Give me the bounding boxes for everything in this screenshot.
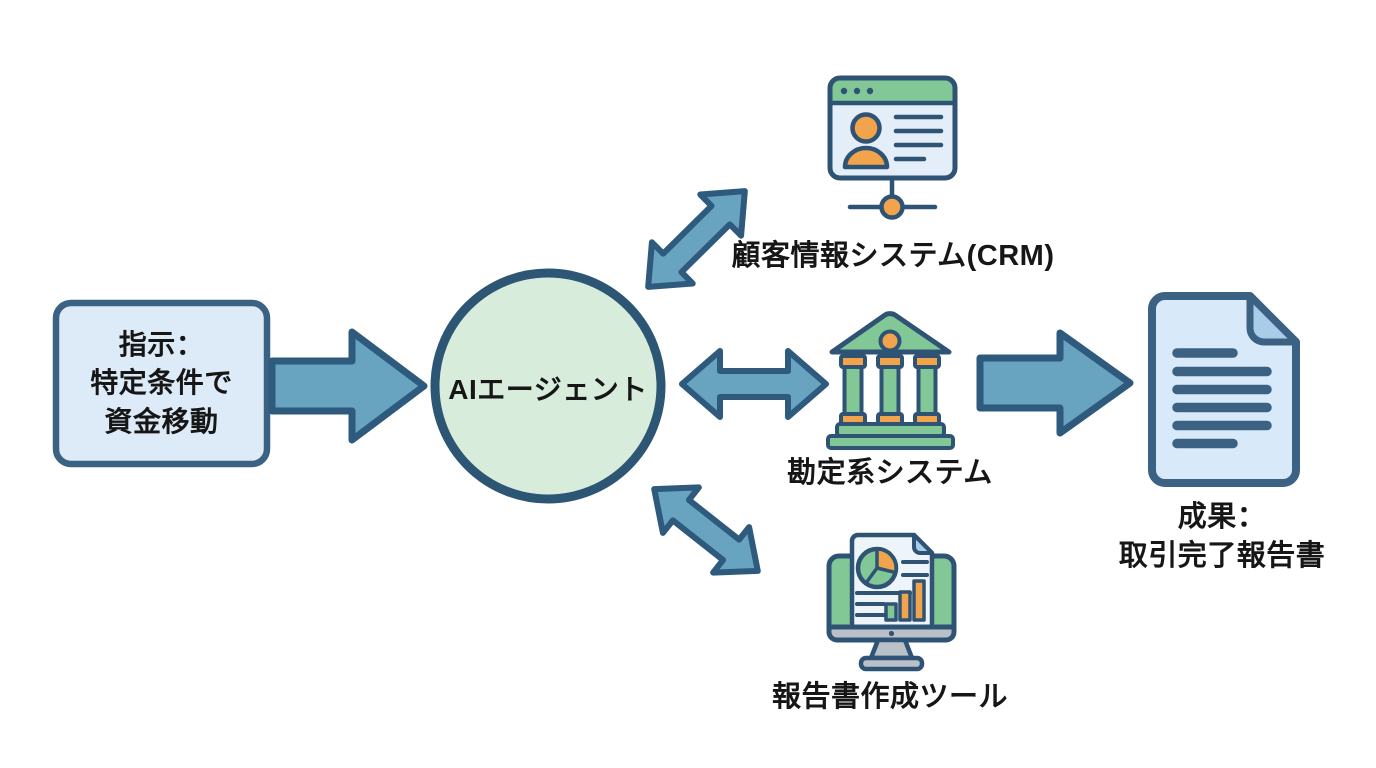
crm-bidirectional-arrow <box>645 188 748 290</box>
result-label: 成果： 取引完了報告書 <box>1052 498 1376 576</box>
ai-agent-label: AIエージェント <box>448 374 648 405</box>
window-dot-icon <box>853 87 861 95</box>
report-bidirectional-arrow <box>651 484 761 576</box>
ai-agent-circle <box>430 268 666 504</box>
window-dot-icon <box>840 87 848 95</box>
crm-system-label: 顧客情報システム(CRM) <box>731 240 1055 272</box>
bank-building-icon <box>826 311 955 450</box>
report-monitor-icon <box>826 532 957 672</box>
pie-chart-icon <box>855 546 899 590</box>
instruction-line: 資金移動 <box>104 405 219 437</box>
instruction-box-label: 指示： 特定条件で 資金移動 <box>56 303 267 464</box>
bar-chart-icon <box>884 579 926 622</box>
output-arrow <box>976 329 1134 437</box>
document-icon <box>1148 292 1300 487</box>
bank-bidirectional-arrow <box>679 348 829 420</box>
result-line: 成果： <box>1177 501 1267 533</box>
instruction-box-shape <box>52 299 271 468</box>
person-icon <box>842 112 890 170</box>
input-arrow <box>268 328 428 444</box>
crm-browser-window-icon <box>827 75 958 220</box>
core-banking-system-label: 勘定系システム <box>787 457 993 489</box>
instruction-line: 指示： <box>118 329 205 361</box>
window-dot-icon <box>866 87 874 95</box>
network-node-icon <box>847 175 938 220</box>
result-line: 取引完了報告書 <box>1118 540 1326 572</box>
instruction-line: 特定条件で <box>90 367 233 399</box>
report-tool-label: 報告書作成ツール <box>771 681 1008 713</box>
